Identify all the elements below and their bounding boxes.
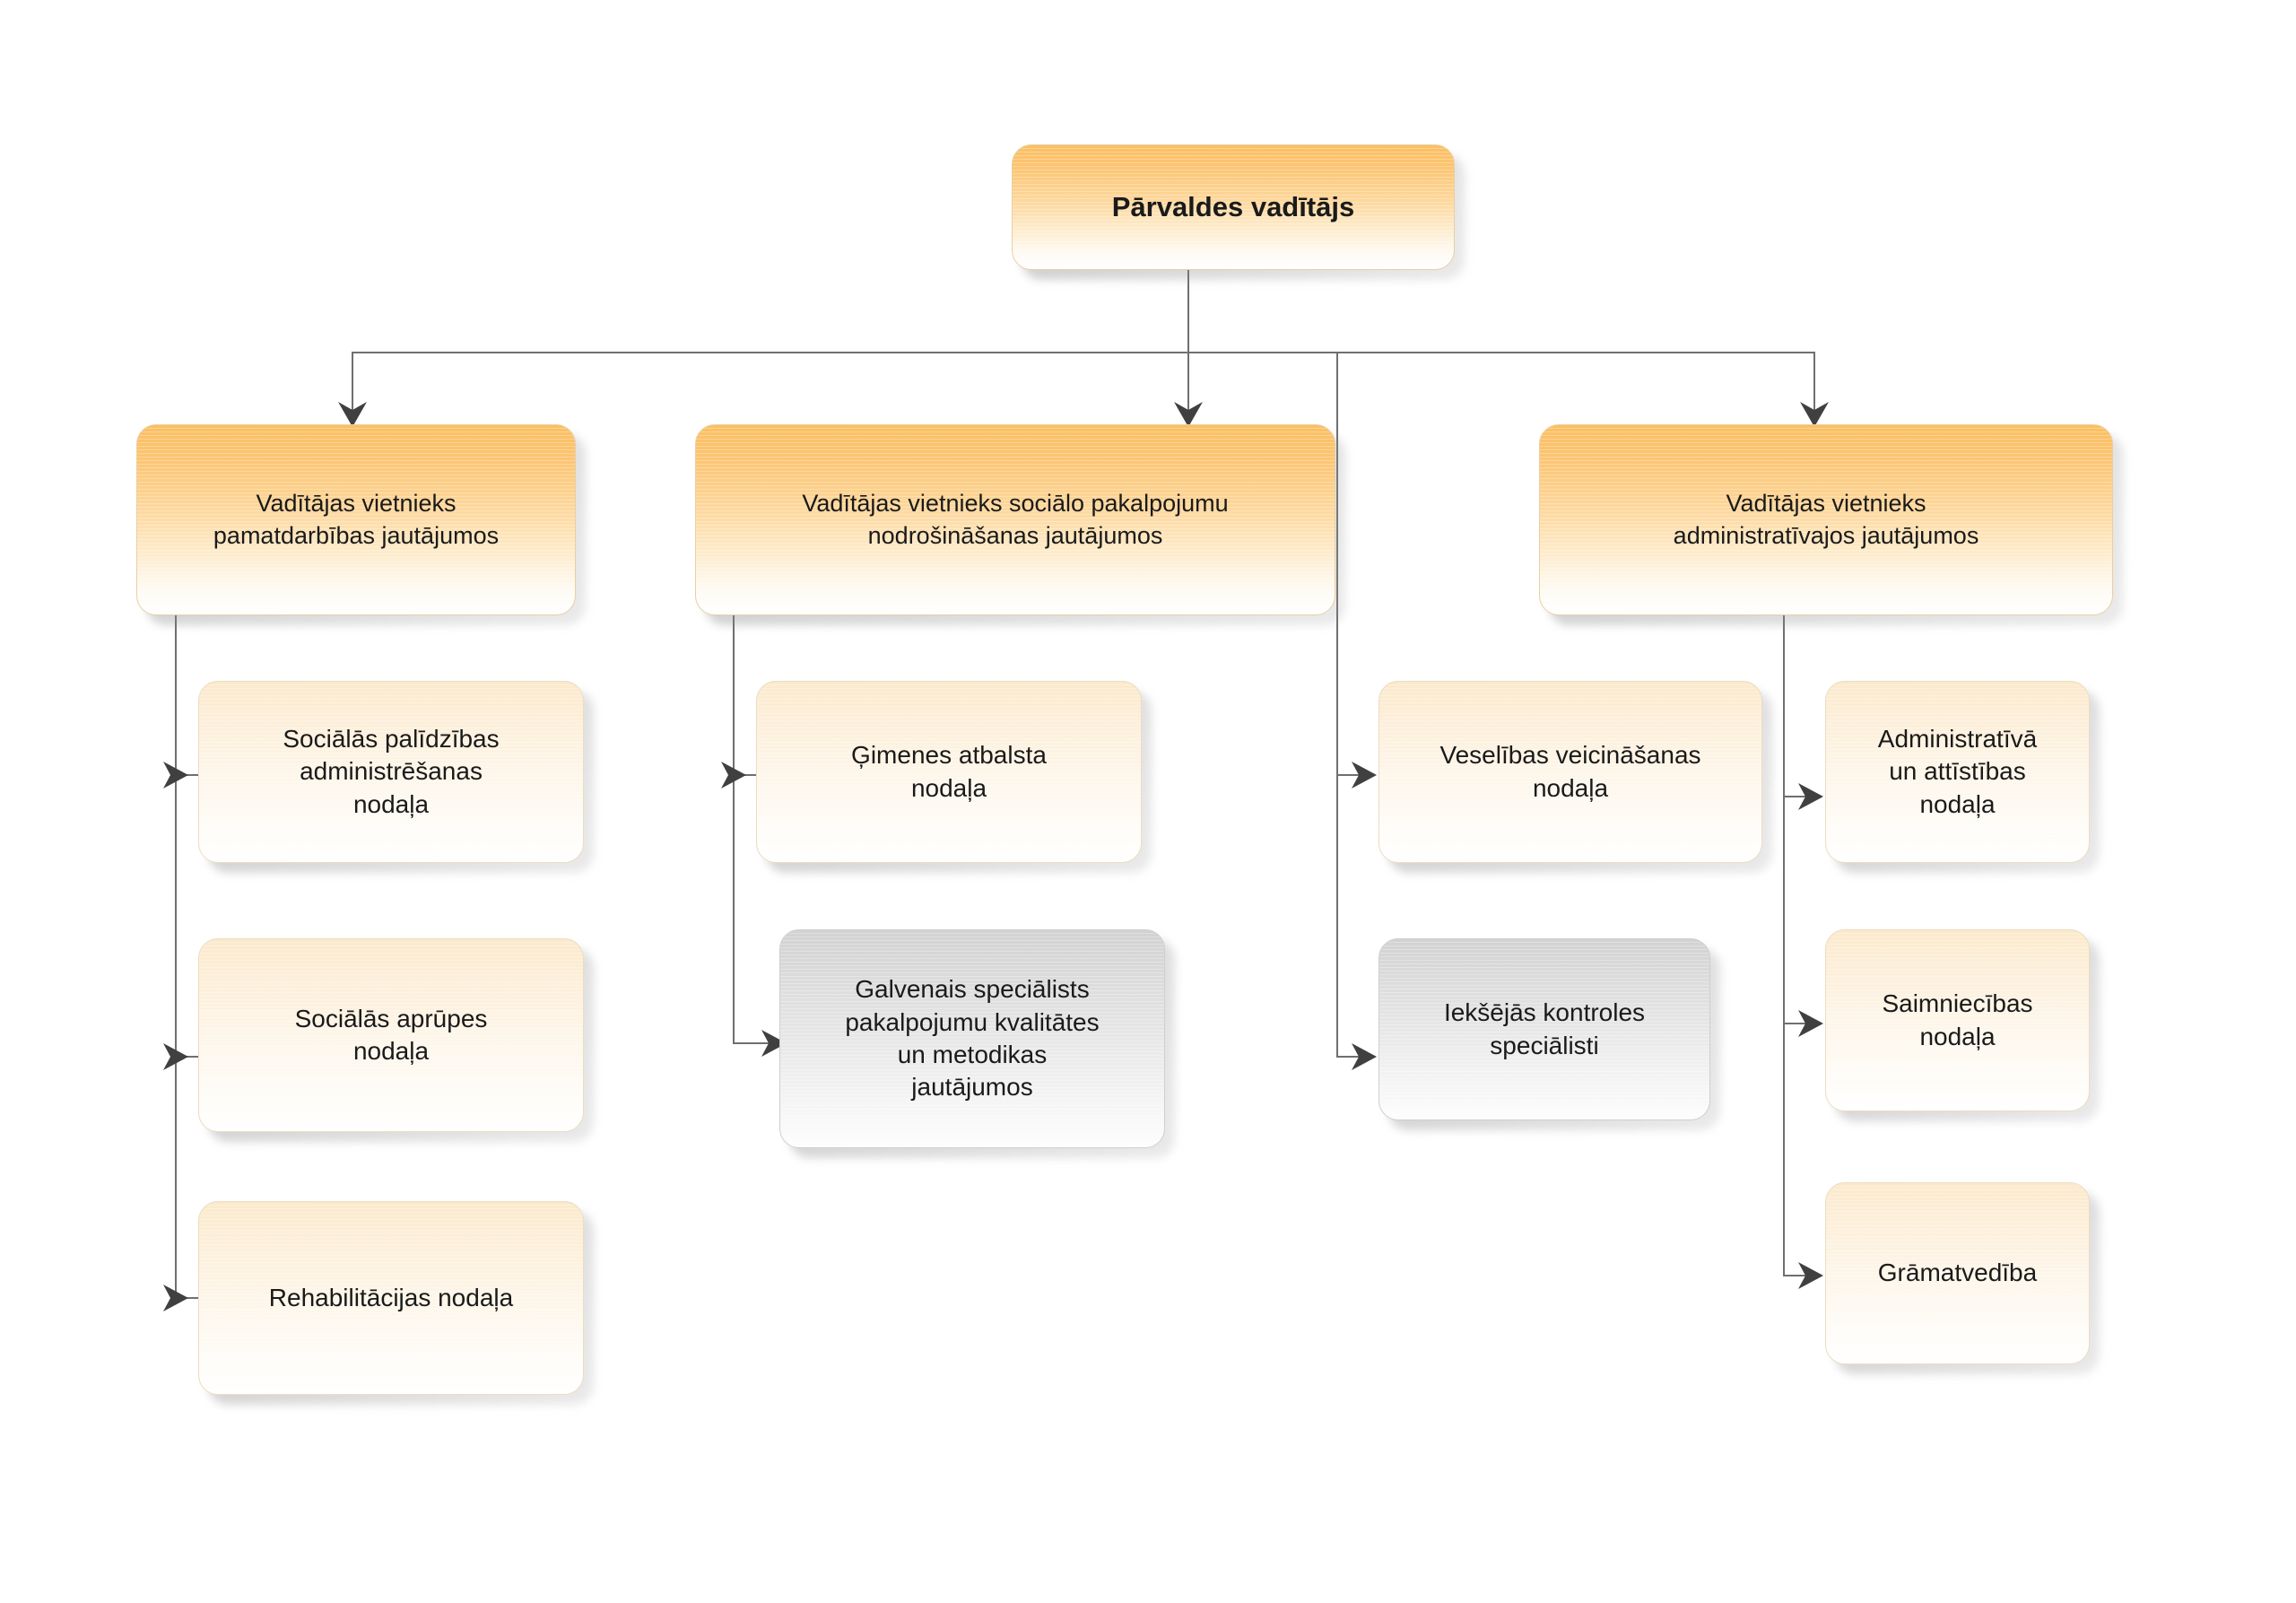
connector-bus-drop-right [1813,352,1815,416]
node-label: Grāmatvedība [1877,1259,2038,1287]
connector-trunk-pamatdarbiba [175,615,177,1297]
node-socialas-aprupes-nodala[interactable]: Sociālās aprūpes nodaļa [198,938,584,1132]
arrowhead-right-socialas-aprupes [163,1043,188,1070]
connector-stub-administrativa-attistibas [1783,796,1808,797]
connector-stub-galvenais-specialists [733,1042,771,1044]
node-label: Rehabilitācijas nodaļa [268,1283,514,1311]
node-fill [198,681,584,863]
node-root-parvaldes-vaditajs[interactable]: Pārvaldes vadītājs [1012,144,1455,270]
node-fill [198,938,584,1132]
node-ieksejas-kontroles-specialisti[interactable]: Iekšējās kontroles speciālisti [1378,938,1710,1120]
node-label: Sociālās palīdzības administrēšanas noda… [283,724,500,818]
connector-trunk-socialie-inner [733,615,735,1044]
node-fill [695,424,1335,615]
node-fill [1825,929,2090,1111]
node-label: Pārvaldes vadītājs [1111,190,1355,222]
node-veselibas-veicinasanas-nodala[interactable]: Veselības veicināšanas nodaļa [1378,681,1762,863]
node-fill [136,424,576,615]
connector-stub-saimniecibas [1783,1023,1808,1024]
node-gramatvediba[interactable]: Grāmatvedība [1825,1182,2090,1364]
arrowhead-right-rehabilitacijas [163,1285,188,1311]
arrowhead-right-saimniecibas [1798,1010,1823,1037]
arrowhead-down-right [1800,402,1829,427]
node-fill [756,681,1142,863]
connector-stub-ieksejas-kontroles [1336,1056,1361,1058]
node-fill [1539,424,2113,615]
connector-trunk-socialie-outer [1336,352,1338,1057]
connector-bus-drop-mid [1187,352,1189,416]
node-label: Ģimenes atbalsta nodaļa [851,741,1047,802]
node-gimenes-atbalsta-nodala[interactable]: Ģimenes atbalsta nodaļa [756,681,1142,863]
node-label: Sociālās aprūpes nodaļa [294,1004,488,1065]
arrowhead-right-administrativa-attistibas [1798,783,1823,810]
node-galvenais-specialists-kvalitates-metodikas[interactable]: Galvenais speciālists pakalpojumu kvalit… [779,929,1165,1148]
node-fill [1012,144,1455,270]
node-branch-administrativie[interactable]: Vadītājas vietnieks administratīvajos ja… [1539,424,2113,615]
node-label: Vadītājas vietnieks sociālo pakalpojumu … [802,490,1229,549]
node-socialas-palidzibas-administresanas-nodala[interactable]: Sociālās palīdzības administrēšanas noda… [198,681,584,863]
node-branch-pamatdarbiba[interactable]: Vadītājas vietnieks pamatdarbības jautāj… [136,424,576,615]
node-label: Vadītājas vietnieks pamatdarbības jautāj… [213,490,500,549]
node-fill [198,1201,584,1395]
node-rehabilitacijas-nodala[interactable]: Rehabilitācijas nodaļa [198,1201,584,1395]
connector-stub-gramatvediba [1783,1275,1808,1276]
node-branch-socialie-pakalpojumi[interactable]: Vadītājas vietnieks sociālo pakalpojumu … [695,424,1335,615]
node-label: Iekšējās kontroles speciālisti [1443,998,1646,1059]
node-fill [1378,938,1710,1120]
node-fill [1378,681,1762,863]
connector-bus [352,352,1815,353]
arrowhead-right-socialas-palidzibas [163,762,188,788]
connector-stub-veselibas [1336,774,1361,776]
connector-trunk-administrativie [1783,615,1785,1275]
node-label: Vadītājas vietnieks administratīvajos ja… [1673,490,1979,549]
node-fill [1825,681,2090,863]
arrowhead-down-left [338,402,367,427]
node-administrativa-un-attistibas-nodala[interactable]: Administratīvā un attīstības nodaļa [1825,681,2090,863]
node-fill [1825,1182,2090,1364]
node-label: Saimniecības nodaļa [1882,989,2033,1050]
connector-bus-drop-left [352,352,353,416]
node-label: Galvenais speciālists pakalpojumu kvalit… [845,975,1100,1102]
node-label: Veselības veicināšanas nodaļa [1439,741,1701,802]
node-fill [779,929,1165,1148]
node-saimniecibas-nodala[interactable]: Saimniecības nodaļa [1825,929,2090,1111]
arrowhead-right-veselibas [1352,762,1377,788]
node-label: Administratīvā un attīstības nodaļa [1877,724,2038,818]
arrowhead-right-gimenes [721,762,746,788]
arrowhead-right-gramatvediba [1798,1262,1823,1289]
arrowhead-right-ieksejas-kontroles [1352,1043,1377,1070]
arrowhead-down-mid [1174,402,1203,427]
connector-root-stem [1187,270,1189,353]
arrowhead-right-galvenais-specialists [761,1030,787,1057]
